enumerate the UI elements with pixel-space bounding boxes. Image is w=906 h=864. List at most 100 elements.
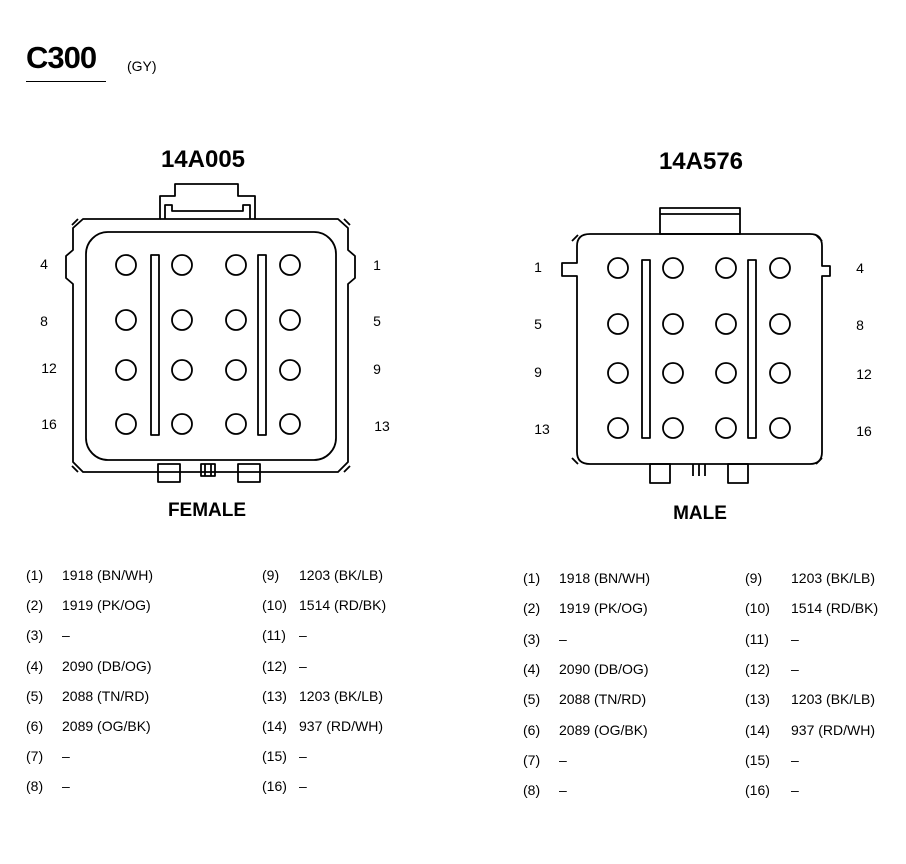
female-part-number: 14A005 (160, 146, 246, 173)
pinout-circuit: 937 (RD/WH) (791, 721, 876, 738)
male-connector (561, 207, 831, 484)
female-connector (65, 183, 356, 483)
pinout-pin-number: (4) (523, 660, 541, 677)
pinout-circuit: 1514 (RD/BK) (299, 597, 387, 614)
male-latch (659, 207, 741, 235)
pinout-circuit: – (62, 627, 70, 644)
male-housing-outline (561, 233, 831, 465)
female-gender-label: FEMALE (167, 500, 247, 521)
connector-color-code: (GY) (127, 58, 157, 74)
female-pin-label-right: 9 (373, 361, 381, 377)
female-pin-label-right: 1 (373, 257, 381, 273)
male-pin-grid (607, 257, 791, 439)
pinout-circuit: 2088 (TN/RD) (62, 687, 150, 704)
pinout-pin-number: (10) (745, 600, 770, 617)
pinout-pin-number: (10) (262, 597, 287, 614)
pinout-pin-number: (1) (26, 567, 44, 583)
pinout-pin-number: (3) (523, 630, 541, 647)
male-part-number: 14A576 (658, 148, 744, 175)
pinout-circuit: – (299, 778, 307, 795)
pinout-pin-number: (11) (745, 630, 769, 647)
pinout-circuit: – (791, 660, 799, 677)
pinout-circuit: – (791, 782, 799, 799)
pinout-pin-number: (14) (262, 718, 287, 734)
female-housing-outline (65, 183, 356, 473)
pinout-circuit: 1203 (BK/LB) (299, 687, 384, 704)
pinout-circuit: – (299, 748, 307, 765)
pinout-circuit: – (559, 782, 567, 799)
pinout-circuit: – (62, 748, 70, 765)
male-gender-label: MALE (673, 503, 727, 524)
pinout-pin-number: (11) (262, 627, 286, 644)
male-pin-label-right: 8 (856, 317, 864, 333)
pinout-pin-number: (2) (26, 597, 44, 614)
pinout-circuit: 1203 (BK/LB) (791, 691, 876, 708)
female-pin-label-left: 12 (41, 360, 57, 376)
female-pin-label-left: 4 (40, 256, 48, 272)
female-pin-grid (115, 254, 301, 435)
pinout-pin-number: (13) (262, 687, 287, 704)
title-underline (26, 81, 106, 82)
pinout-pin-number: (9) (262, 567, 280, 583)
pinout-circuit: – (299, 627, 307, 644)
pinout-circuit: 1918 (BN/WH) (62, 567, 154, 583)
male-pin-label-left: 13 (534, 421, 550, 437)
male-pin-label-left: 1 (534, 259, 542, 275)
pinout-circuit: 2090 (DB/OG) (559, 660, 649, 677)
pinout-pin-number: (7) (523, 751, 541, 768)
male-pin-label-right: 4 (856, 260, 864, 276)
pinout-circuit: 2088 (TN/RD) (559, 691, 647, 708)
pinout-pin-number: (5) (26, 687, 44, 704)
pinout-circuit: 1918 (BN/WH) (559, 570, 651, 586)
female-cavity (85, 231, 337, 461)
pinout-circuit: 1203 (BK/LB) (299, 567, 384, 583)
pinout-pin-number: (9) (745, 570, 763, 586)
pinout-pin-number: (2) (523, 600, 541, 617)
male-pin-label-left: 9 (534, 364, 542, 380)
pinout-pin-number: (12) (745, 660, 770, 677)
pinout-pin-number: (5) (523, 691, 541, 708)
pinout-circuit: – (299, 657, 307, 674)
pinout-pin-number: (14) (745, 721, 770, 738)
pinout-pin-number: (8) (523, 782, 541, 799)
pinout-pin-number: (15) (262, 748, 287, 765)
pinout-circuit: 2089 (OG/BK) (62, 718, 151, 734)
male-divider-left (641, 259, 651, 439)
male-pin-label-right: 16 (856, 423, 872, 439)
pinout-pin-number: (13) (745, 691, 770, 708)
pinout-circuit: 1514 (RD/BK) (791, 600, 879, 617)
female-divider-left (150, 254, 160, 436)
pinout-circuit: 1919 (PK/OG) (559, 600, 648, 617)
female-corner-keys (71, 218, 351, 473)
female-bottom-key (200, 463, 216, 477)
pinout-pin-number: (3) (26, 627, 44, 644)
pinout-circuit: 1203 (BK/LB) (791, 570, 876, 586)
pinout-pin-number: (15) (745, 751, 770, 768)
male-divider-right (747, 259, 757, 439)
male-bottom-tab-left (649, 463, 671, 484)
pinout-pin-number: (12) (262, 657, 287, 674)
pinout-circuit: – (791, 751, 799, 768)
pinout-circuit: – (559, 630, 567, 647)
pinout-pin-number: (6) (26, 718, 44, 734)
page-title: C300 (26, 40, 97, 75)
pinout-circuit: 937 (RD/WH) (299, 718, 384, 734)
pinout-pin-number: (4) (26, 657, 44, 674)
female-pin-label-right: 5 (373, 313, 381, 329)
pinout-circuit: 1919 (PK/OG) (62, 597, 151, 614)
pinout-pin-number: (6) (523, 721, 541, 738)
female-pin-label-left: 8 (40, 313, 48, 329)
male-bottom-tab-right (727, 463, 749, 484)
pinout-circuit: – (62, 778, 70, 795)
male-pin-label-right: 12 (856, 366, 872, 382)
pinout-pin-number: (8) (26, 778, 44, 795)
pinout-pin-number: (1) (523, 570, 541, 586)
male-pin-label-left: 5 (534, 316, 542, 332)
female-pin-label-left: 16 (41, 416, 57, 432)
pinout-circuit: 2090 (DB/OG) (62, 657, 152, 674)
female-bottom-tab-left (157, 463, 181, 483)
pinout-pin-number: (7) (26, 748, 44, 765)
pinout-pin-number: (16) (745, 782, 770, 799)
female-pin-label-right: 13 (374, 418, 390, 434)
